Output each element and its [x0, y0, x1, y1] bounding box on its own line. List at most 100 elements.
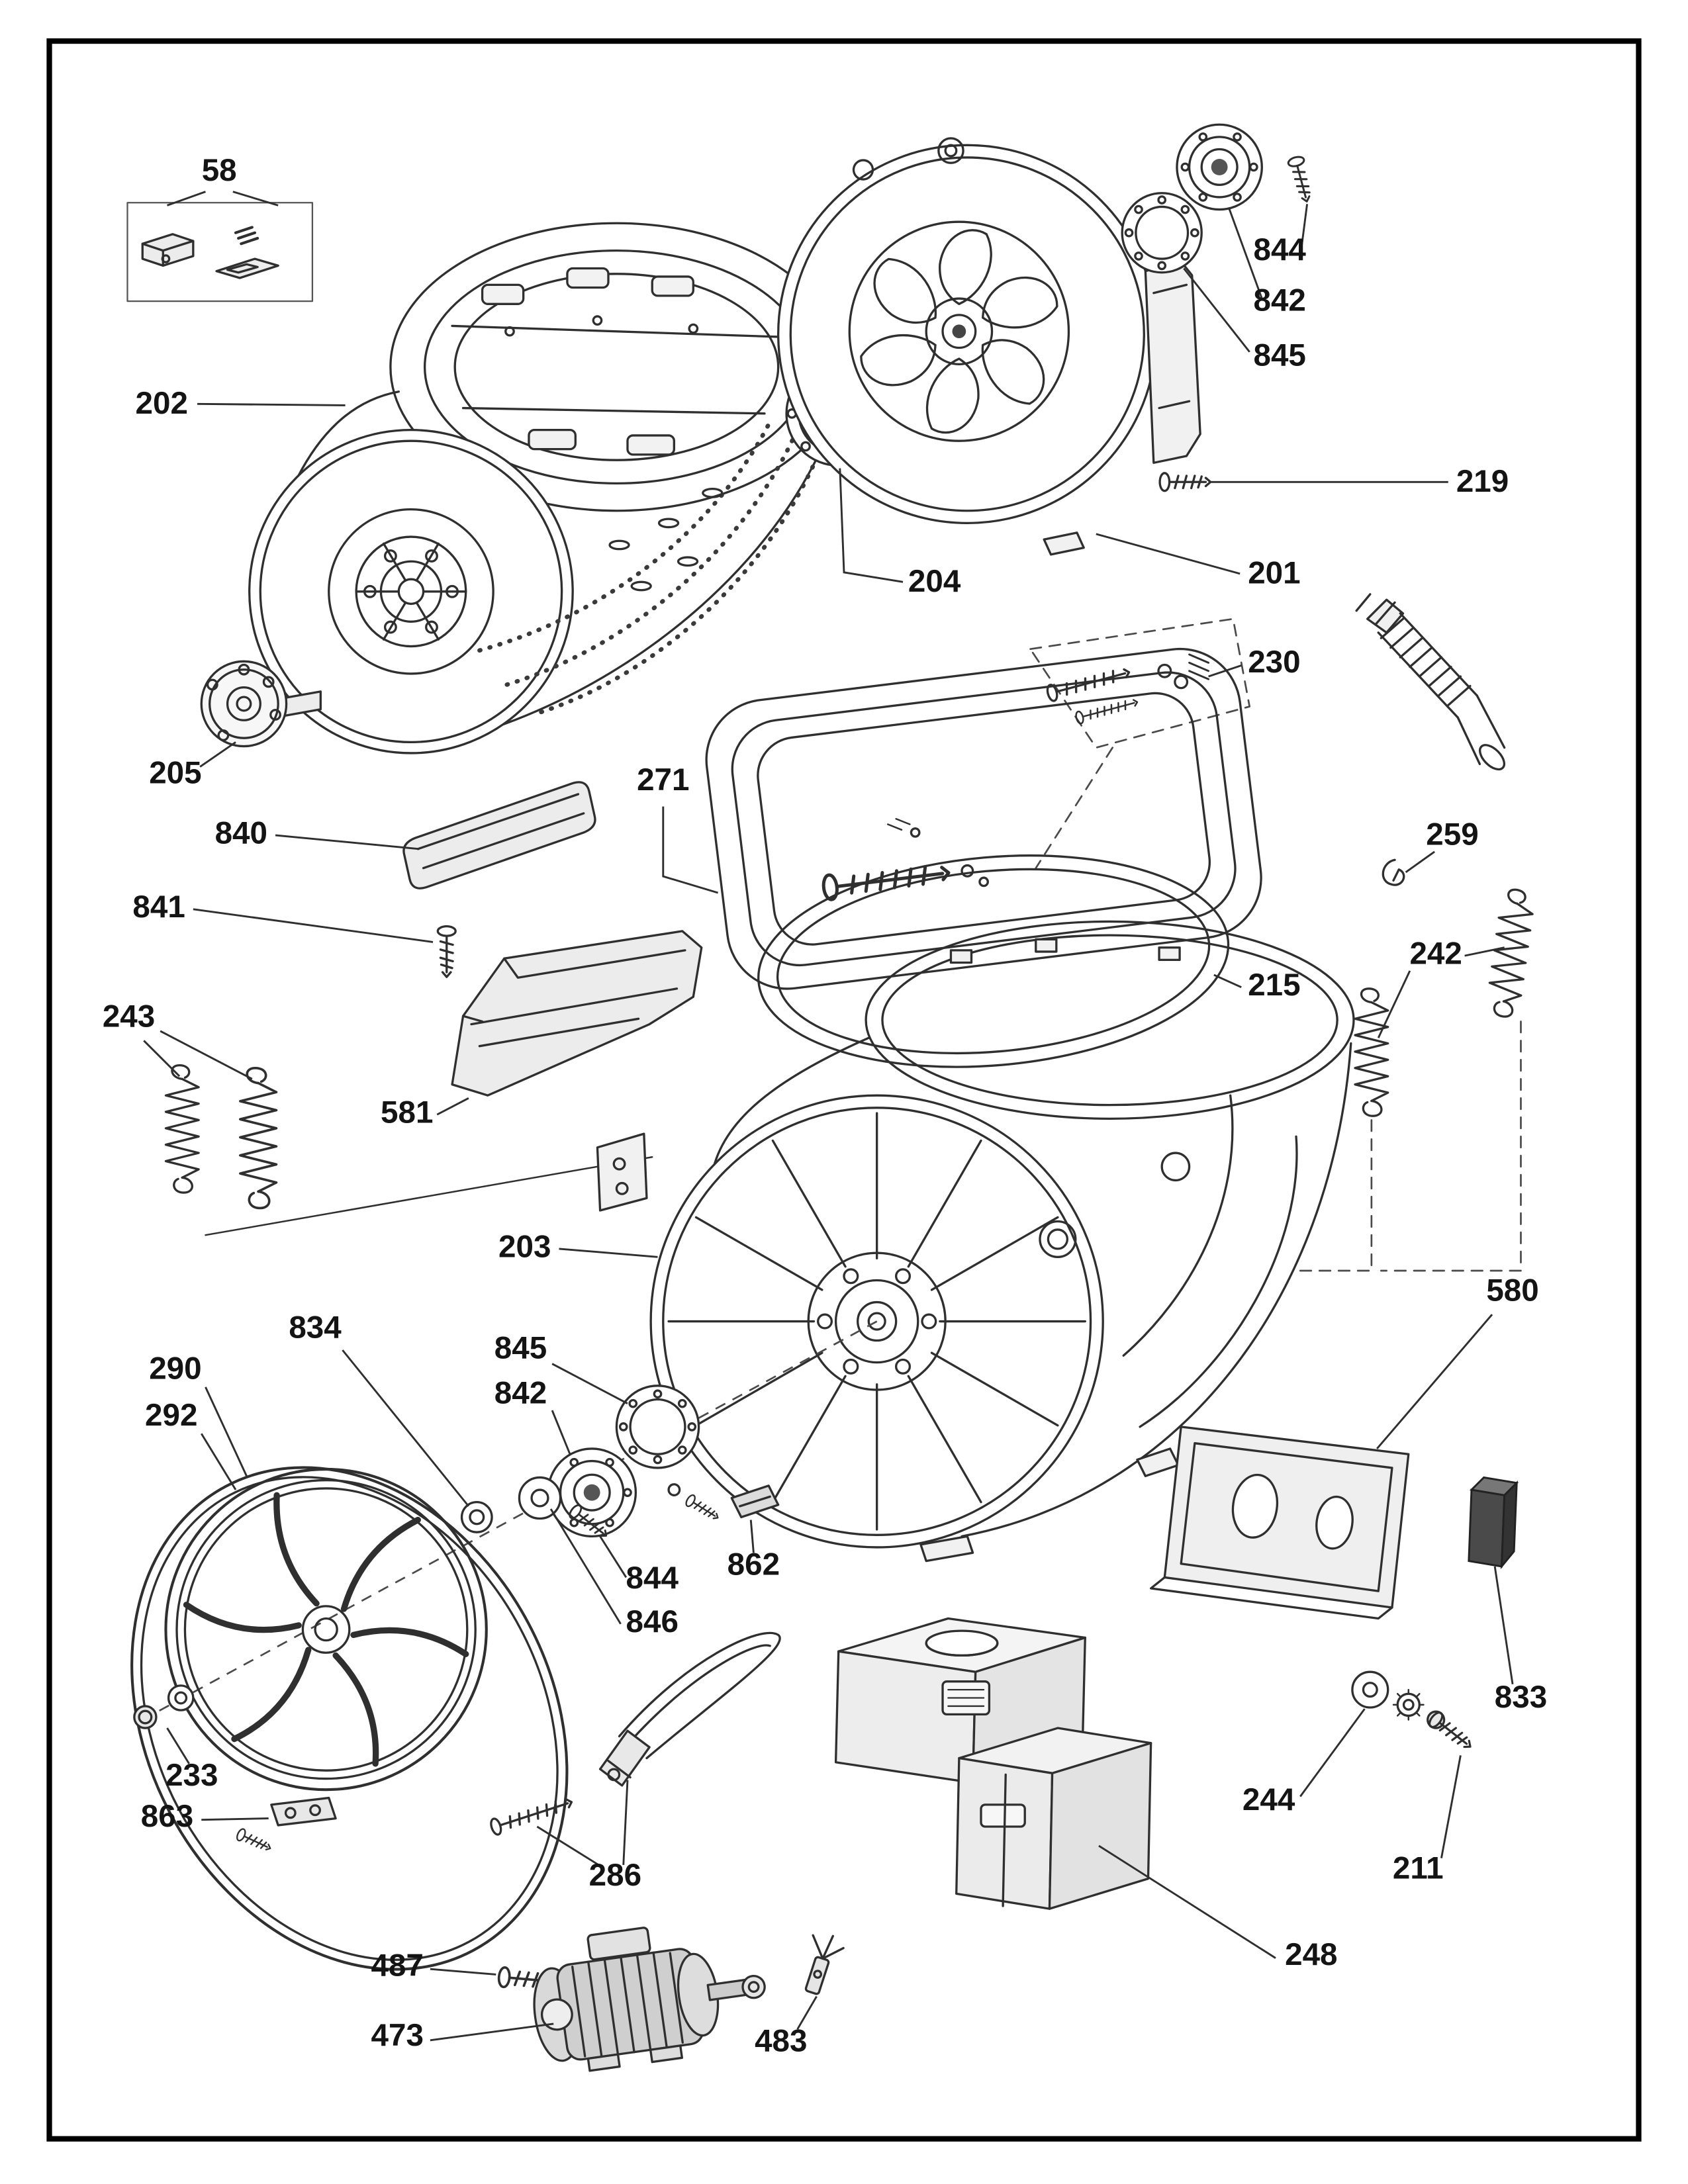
part-840-pad — [402, 781, 596, 889]
part-label-483: 483 — [755, 2023, 807, 2058]
part-label-211: 211 — [1393, 1851, 1444, 1886]
leader-line-58-1 — [232, 191, 279, 206]
part-580-counterweight — [1149, 1426, 1410, 1620]
leader-line-242-1 — [1464, 946, 1505, 957]
part-244-washers — [1351, 1670, 1425, 1721]
leader-line-844-top-0 — [1300, 204, 1309, 247]
part-label-292: 292 — [145, 1398, 197, 1433]
leader-line-244-0 — [1299, 1708, 1366, 1797]
leader-line-473-0 — [430, 2023, 554, 2042]
part-label-845-left: 845 — [494, 1330, 547, 1365]
leader-line-862-0 — [749, 1520, 755, 1553]
part-243-springs — [164, 1064, 653, 1236]
leader-lines — [143, 191, 1514, 2042]
part-label-230: 230 — [1248, 645, 1300, 680]
leader-line-201-0 — [1096, 533, 1241, 575]
part-label-845-top: 845 — [1253, 338, 1305, 373]
leader-line-487-0 — [430, 1968, 496, 1976]
leader-line-215-0 — [1213, 974, 1242, 989]
part-286-heater — [488, 1631, 781, 1837]
part-group-bearing-mid — [460, 1385, 780, 1543]
leader-line-842-left-0 — [551, 1410, 571, 1455]
part-label-833: 833 — [1495, 1680, 1547, 1715]
leader-line-203-0 — [559, 1248, 658, 1258]
part-label-244: 244 — [1243, 1782, 1295, 1817]
part-863-bracket — [234, 1796, 337, 1855]
part-label-487: 487 — [371, 1948, 424, 1983]
part-label-844-left: 844 — [626, 1561, 679, 1596]
part-label-248: 248 — [1285, 1937, 1337, 1972]
leader-line-205-0 — [199, 741, 236, 768]
leader-line-844-left-0 — [599, 1535, 628, 1578]
part-label-219: 219 — [1456, 464, 1509, 499]
part-label-205: 205 — [149, 755, 201, 790]
leader-line-286-1 — [622, 1780, 629, 1866]
leader-line-290-0 — [205, 1387, 248, 1477]
part-label-841: 841 — [132, 889, 185, 925]
leader-line-202-0 — [197, 402, 346, 406]
leader-line-841-0 — [193, 908, 434, 943]
part-label-203: 203 — [498, 1229, 551, 1264]
leader-line-242-0 — [1377, 970, 1411, 1038]
leader-line-833-0 — [1493, 1566, 1514, 1685]
leader-line-58-0 — [167, 191, 206, 206]
part-labels: 58 202 205 840 841 243 581 203 834 290 292 845 842 84… — [103, 153, 1547, 2058]
leader-line-483-0 — [796, 1995, 818, 2030]
part-label-842-left: 842 — [494, 1376, 547, 1411]
leader-line-292-0 — [201, 1433, 237, 1490]
part-label-242: 242 — [1409, 936, 1462, 972]
part-group-58-pads — [126, 202, 314, 302]
part-581-cover — [451, 930, 703, 1097]
leader-line-259-0 — [1405, 850, 1435, 874]
leader-line-243-0 — [143, 1040, 181, 1077]
drain-hose — [1355, 593, 1506, 771]
part-label-201: 201 — [1248, 555, 1300, 590]
part-259-hook — [1382, 858, 1405, 886]
leader-line-845-top-0 — [1183, 267, 1250, 353]
part-label-844-top: 844 — [1253, 232, 1306, 267]
part-label-580: 580 — [1486, 1273, 1538, 1308]
leader-line-581-0 — [436, 1097, 469, 1116]
part-label-259: 259 — [1426, 817, 1478, 852]
leader-line-230-0 — [1208, 664, 1242, 678]
leader-line-863-0 — [201, 1817, 269, 1821]
leader-line-271-0 — [662, 806, 718, 894]
leader-line-834-0 — [342, 1349, 470, 1507]
part-label-862: 862 — [727, 1547, 780, 1582]
part-201-rear-tub — [776, 137, 1201, 556]
part-833-pad — [1468, 1476, 1519, 1570]
part-label-290: 290 — [149, 1351, 201, 1386]
assembly-axis-line — [142, 1320, 878, 1721]
part-473-motor — [533, 1927, 766, 2072]
part-label-863: 863 — [141, 1799, 193, 1834]
part-242-springs — [1295, 886, 1537, 1272]
part-label-842-top: 842 — [1253, 283, 1305, 318]
part-label-271: 271 — [637, 762, 689, 797]
part-label-58: 58 — [202, 153, 237, 188]
leader-line-846-0 — [549, 1508, 622, 1625]
part-271-lid-frame — [705, 647, 1262, 990]
part-211-screw — [1426, 1709, 1477, 1754]
leader-line-286-0 — [536, 1825, 600, 1866]
part-label-840: 840 — [215, 815, 267, 850]
part-label-834: 834 — [289, 1310, 342, 1345]
part-483-sensor — [804, 1934, 845, 1995]
part-label-215: 215 — [1248, 968, 1300, 1003]
leader-line-211-0 — [1440, 1755, 1462, 1858]
leader-line-580-0 — [1376, 1314, 1493, 1449]
leader-line-845-left-0 — [551, 1363, 628, 1404]
part-label-243: 243 — [103, 999, 155, 1034]
leader-line-842-top-0 — [1228, 207, 1263, 299]
part-292-pulley — [164, 1467, 488, 1792]
part-label-473: 473 — [371, 2018, 424, 2053]
part-label-581: 581 — [381, 1095, 433, 1130]
part-label-286: 286 — [589, 1858, 641, 1893]
part-label-846: 846 — [626, 1604, 679, 1639]
leader-line-243-1 — [160, 1030, 253, 1080]
part-group-230-fasteners — [1029, 617, 1251, 870]
leader-line-204-0 — [839, 468, 904, 583]
part-205-flange — [200, 660, 322, 748]
part-label-202: 202 — [136, 386, 188, 421]
leader-line-840-0 — [275, 834, 420, 850]
